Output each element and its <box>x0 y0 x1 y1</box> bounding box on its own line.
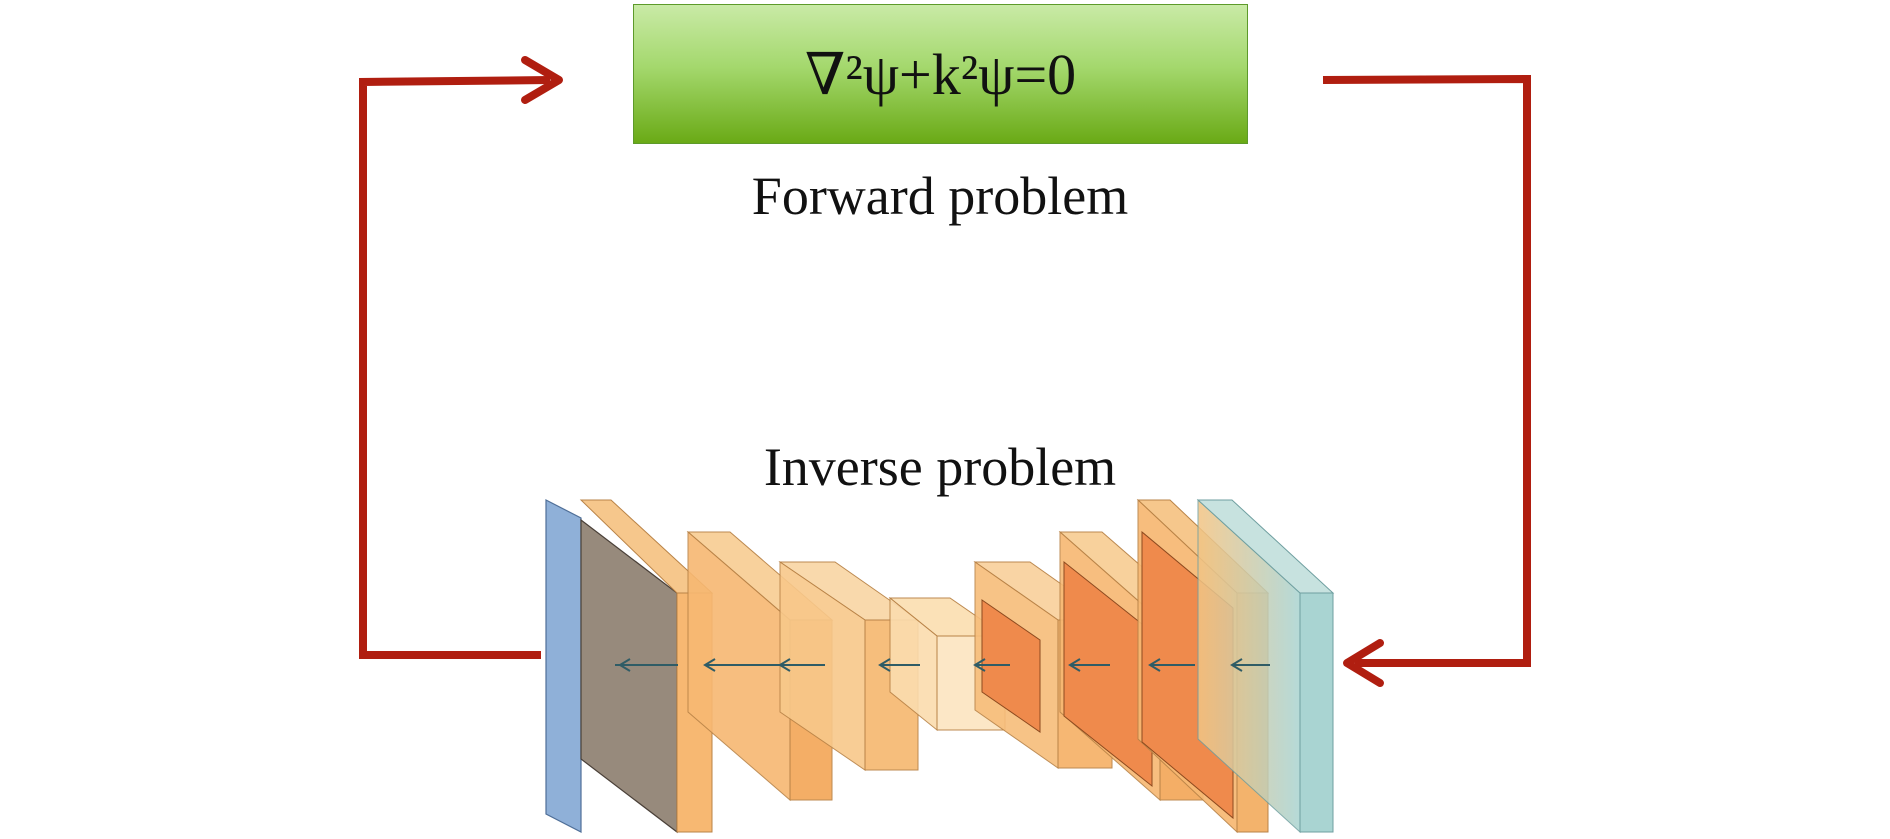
feedback-arrows <box>359 56 1531 687</box>
left-arrowhead <box>521 56 563 104</box>
left-loop-arrow <box>359 76 551 659</box>
neural-network <box>545 498 1335 834</box>
decoder-2-inner <box>1063 560 1153 788</box>
flow-arrows <box>615 658 1270 672</box>
right-arrowhead <box>1343 639 1384 687</box>
inverse-problem-label: Inverse problem <box>763 437 1117 497</box>
forward-problem-label: Forward problem <box>751 166 1129 226</box>
equation-box: ∇²ψ+k²ψ=0 <box>633 4 1248 144</box>
right-loop-arrow <box>1322 74 1531 667</box>
output-layer-side <box>1299 592 1334 833</box>
input-layer <box>545 499 582 833</box>
helmholtz-equation: ∇²ψ+k²ψ=0 <box>804 42 1077 107</box>
